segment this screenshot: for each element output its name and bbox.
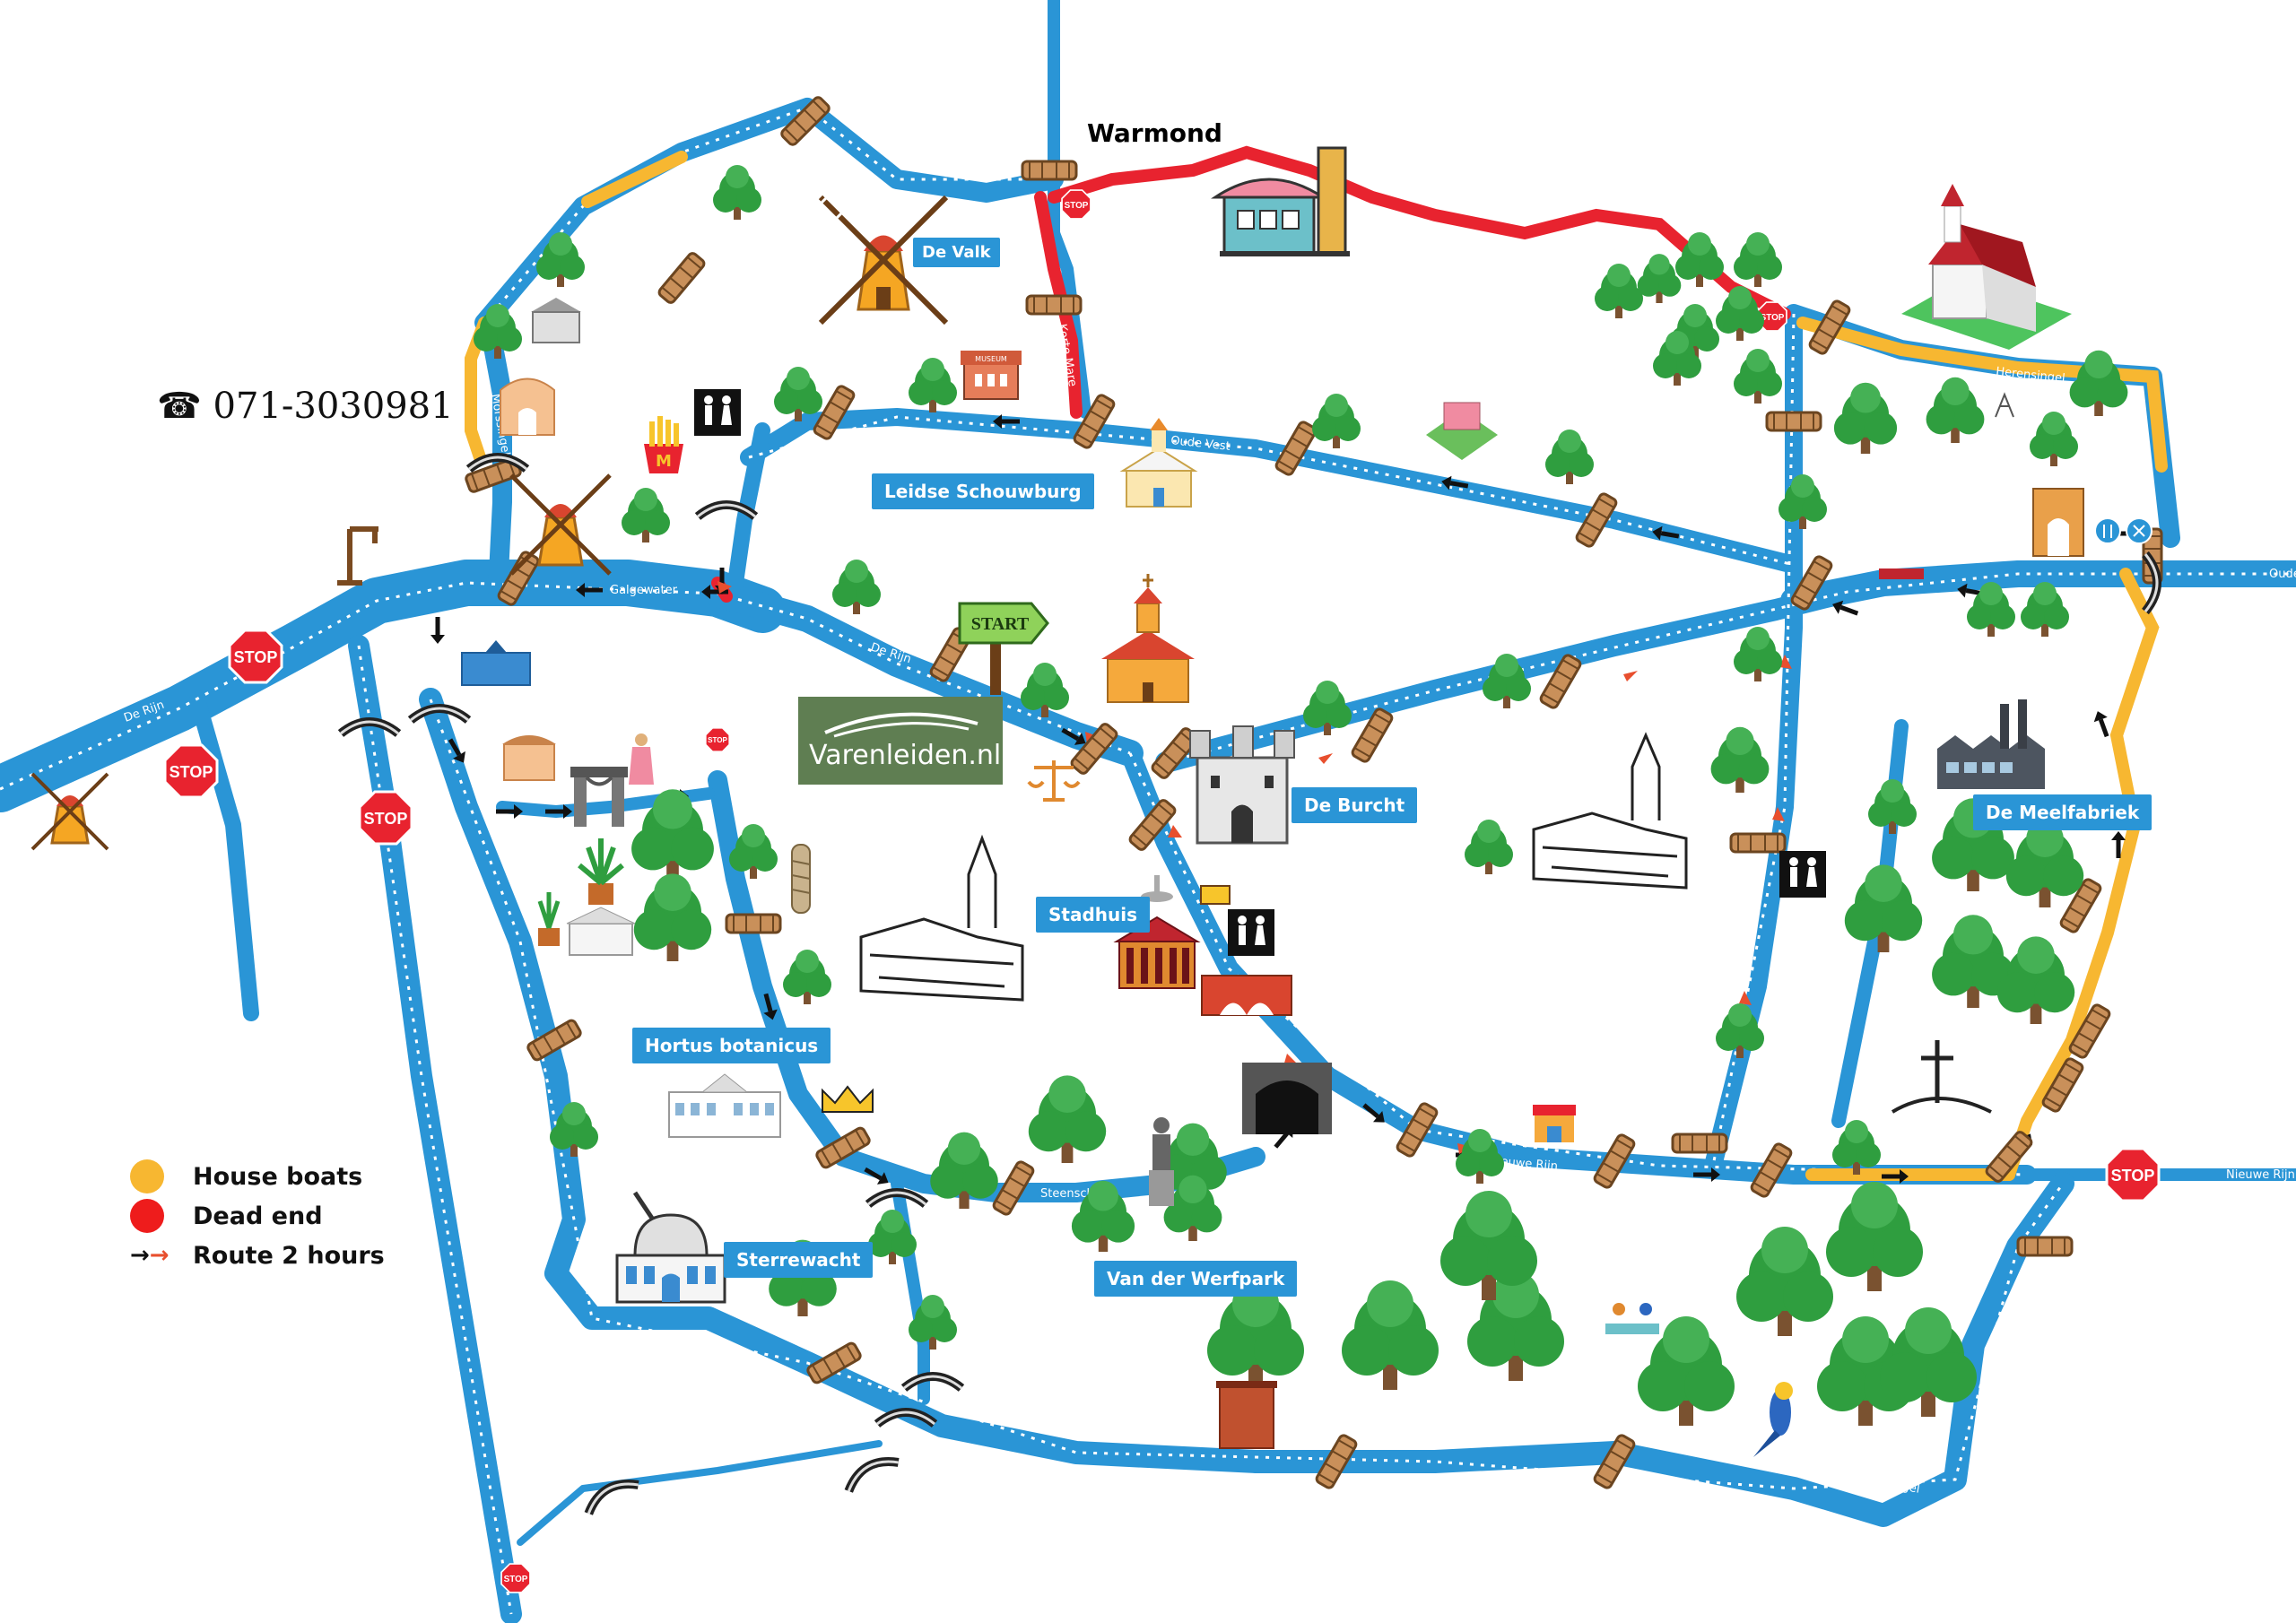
gate-icon	[2032, 488, 2084, 557]
bridge-icon	[656, 250, 708, 306]
legend-label: Dead end	[193, 1202, 323, 1230]
label-de-meelfabriek: De Meelfabriek	[1973, 794, 2152, 830]
houseboat-dot-icon	[130, 1159, 164, 1193]
label-hortus-botanicus: Hortus botanicus	[632, 1028, 831, 1063]
windmill-icon	[813, 190, 949, 325]
svg-text:M: M	[656, 452, 672, 471]
gallows-icon	[337, 526, 378, 586]
street-oude-east: Oude	[2269, 568, 2296, 581]
restaurant-icon	[2094, 517, 2121, 544]
church-icon	[1901, 184, 2072, 350]
label-stadhuis: Stadhuis	[1036, 897, 1151, 933]
hortus-building-icon	[668, 1073, 781, 1138]
museum-sign: MUSEUM	[975, 355, 1007, 363]
stop-sign-icon	[228, 629, 283, 684]
playground-icon	[1995, 392, 2014, 418]
houseboat-routes	[465, 151, 2168, 1181]
phone-number: 071-3030981	[213, 386, 454, 427]
castle-icon	[1189, 725, 1295, 845]
cancel-icon	[2126, 517, 2152, 544]
cross-icon	[1891, 1040, 1992, 1114]
phone-contact: ☎ 071-3030981	[157, 386, 454, 427]
label-de-burcht: De Burcht	[1292, 787, 1418, 823]
legend-label: Route 2 hours	[193, 1241, 385, 1270]
statue-icon	[1149, 1117, 1174, 1206]
brand-text: Varenleiden.nl	[809, 740, 1002, 771]
toilet-icon	[1779, 851, 1826, 898]
factory-icon	[1937, 699, 2045, 789]
church-icon	[1119, 418, 1198, 508]
street-nieuwe-rijn-east: Nieuwe Rijn	[2226, 1168, 2295, 1182]
hanging-sign-icon	[1200, 885, 1231, 905]
church-sketch-icon	[1532, 732, 1688, 890]
brand-logo: Varenleiden.nl	[798, 697, 1003, 785]
fries-icon: M	[644, 416, 683, 473]
factory-building-icon	[1211, 146, 1350, 256]
pavilion-icon	[531, 298, 581, 343]
observatory-icon	[615, 1191, 726, 1304]
windmill-icon	[30, 772, 109, 851]
label-sterrewacht: Sterrewacht	[724, 1242, 874, 1278]
label-van-der-werfpark: Van der Werfpark	[1094, 1261, 1298, 1297]
start-sign-text: START	[971, 614, 1030, 634]
legend-label: House boats	[193, 1162, 363, 1191]
cafe-icon	[502, 735, 556, 781]
legend-item-dead-end: Dead end	[130, 1196, 385, 1236]
church-icon	[1101, 574, 1195, 703]
label-leidse-schouwburg: Leidse Schouwburg	[872, 473, 1094, 509]
town-label-warmond: Warmond	[1087, 118, 1222, 148]
bridge-icon	[1201, 975, 1292, 1016]
museum-icon: MUSEUM	[961, 351, 1022, 400]
windmill-icon	[509, 473, 612, 576]
plant-icon	[537, 892, 561, 946]
street-nieuwe-rijn: Nieuwe Rijn	[1489, 1154, 1559, 1174]
plant-icon	[578, 838, 624, 905]
street-galgewater: Galgewater	[610, 584, 678, 597]
legend-item-houseboats: House boats	[130, 1157, 385, 1196]
scales-icon	[1027, 760, 1081, 802]
picnic-icon	[1605, 1303, 1659, 1334]
street-oude-vest: Oude Vest	[1170, 434, 1231, 454]
start-sign: START	[958, 602, 1049, 695]
label-de-valk: De Valk	[913, 238, 1000, 267]
crown-icon	[822, 1085, 874, 1113]
gate-icon	[570, 767, 628, 827]
toilet-icon	[1228, 909, 1274, 956]
tower-icon	[1216, 1381, 1277, 1449]
villa-icon	[1426, 402, 1498, 460]
boat-icon	[1879, 568, 1924, 579]
parrot-icon	[1753, 1382, 1793, 1457]
tunnel-icon	[1242, 1063, 1332, 1134]
legend-item-route: →→ Route 2 hours	[130, 1236, 385, 1275]
toilet-icon	[694, 389, 741, 436]
greenhouse-icon	[566, 907, 636, 956]
shop-icon	[1533, 1105, 1576, 1142]
city-gate-icon	[500, 378, 555, 436]
legend: House boats Dead end →→ Route 2 hours	[130, 1157, 385, 1275]
route-arrow-icon: →→	[130, 1242, 170, 1269]
statue-icon	[629, 733, 654, 785]
phone-icon: ☎	[157, 386, 202, 427]
dead-end-dot-icon	[130, 1199, 164, 1233]
building-icon	[461, 640, 531, 686]
church-sketch-icon	[859, 834, 1024, 1002]
mummy-icon	[791, 844, 811, 914]
boat-logo-icon	[824, 712, 978, 738]
